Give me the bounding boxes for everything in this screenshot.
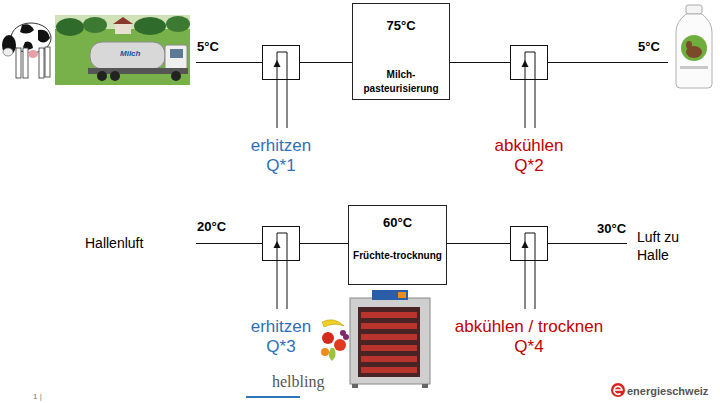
cow-picture	[2, 23, 51, 78]
company-logo-text: helbling	[272, 372, 324, 392]
heat-exchanger: erhitzenQ*3	[262, 226, 300, 261]
fruits-picture	[321, 320, 349, 361]
process-line	[300, 62, 352, 63]
temperature-label: 30°C	[597, 221, 626, 237]
temperature-label: 5°C	[197, 39, 219, 55]
process-name: Milch-pasteurisierung	[357, 68, 445, 96]
energieschweiz-logo-text: energieschweiz	[627, 384, 708, 398]
process-line	[300, 243, 348, 244]
heat-exchanger: abkühlenQ*2	[510, 45, 548, 80]
destination-label: Luft zu Halle	[637, 228, 699, 264]
exchanger-symbols	[277, 52, 535, 309]
process-box: 60°C Früchte-trocknung	[348, 205, 447, 285]
page-number: 1 |	[33, 392, 42, 402]
step-label: abkühlen / trocknen	[455, 317, 603, 337]
heat-flow-label: Q*4	[514, 337, 543, 357]
milk-bottle-picture	[676, 5, 712, 88]
process-line	[447, 243, 510, 244]
temperature-label: 5°C	[638, 39, 660, 55]
step-label: erhitzen	[251, 136, 311, 156]
step-label: erhitzen	[251, 317, 311, 337]
fruit-dryer-picture	[350, 290, 430, 388]
milk-truck-photo	[55, 15, 190, 85]
temperature-label: 20°C	[197, 219, 226, 235]
temperature-heading: 75°C	[386, 18, 415, 34]
heat-exchanger: abkühlen / trocknenQ*4	[510, 226, 548, 261]
step-label: abkühlen	[494, 136, 563, 156]
process-name: Früchte-trocknung	[353, 249, 442, 263]
process-box: 75°C Milch-pasteurisierung	[352, 3, 450, 100]
heat-flow-label: Q*1	[266, 156, 295, 176]
energieschweiz-logo-mark	[611, 383, 625, 397]
heat-flow-label: Q*3	[266, 337, 295, 357]
footer-rule	[246, 396, 300, 398]
temperature-heading: 60°C	[383, 215, 412, 231]
truck-lettering: Milch	[120, 49, 140, 59]
process-line	[450, 62, 510, 63]
exchanger-arrowheads	[274, 60, 529, 248]
heat-flow-label: Q*2	[514, 156, 543, 176]
heat-exchanger: erhitzenQ*1	[262, 45, 300, 80]
source-label: Hallenluft	[85, 234, 143, 252]
